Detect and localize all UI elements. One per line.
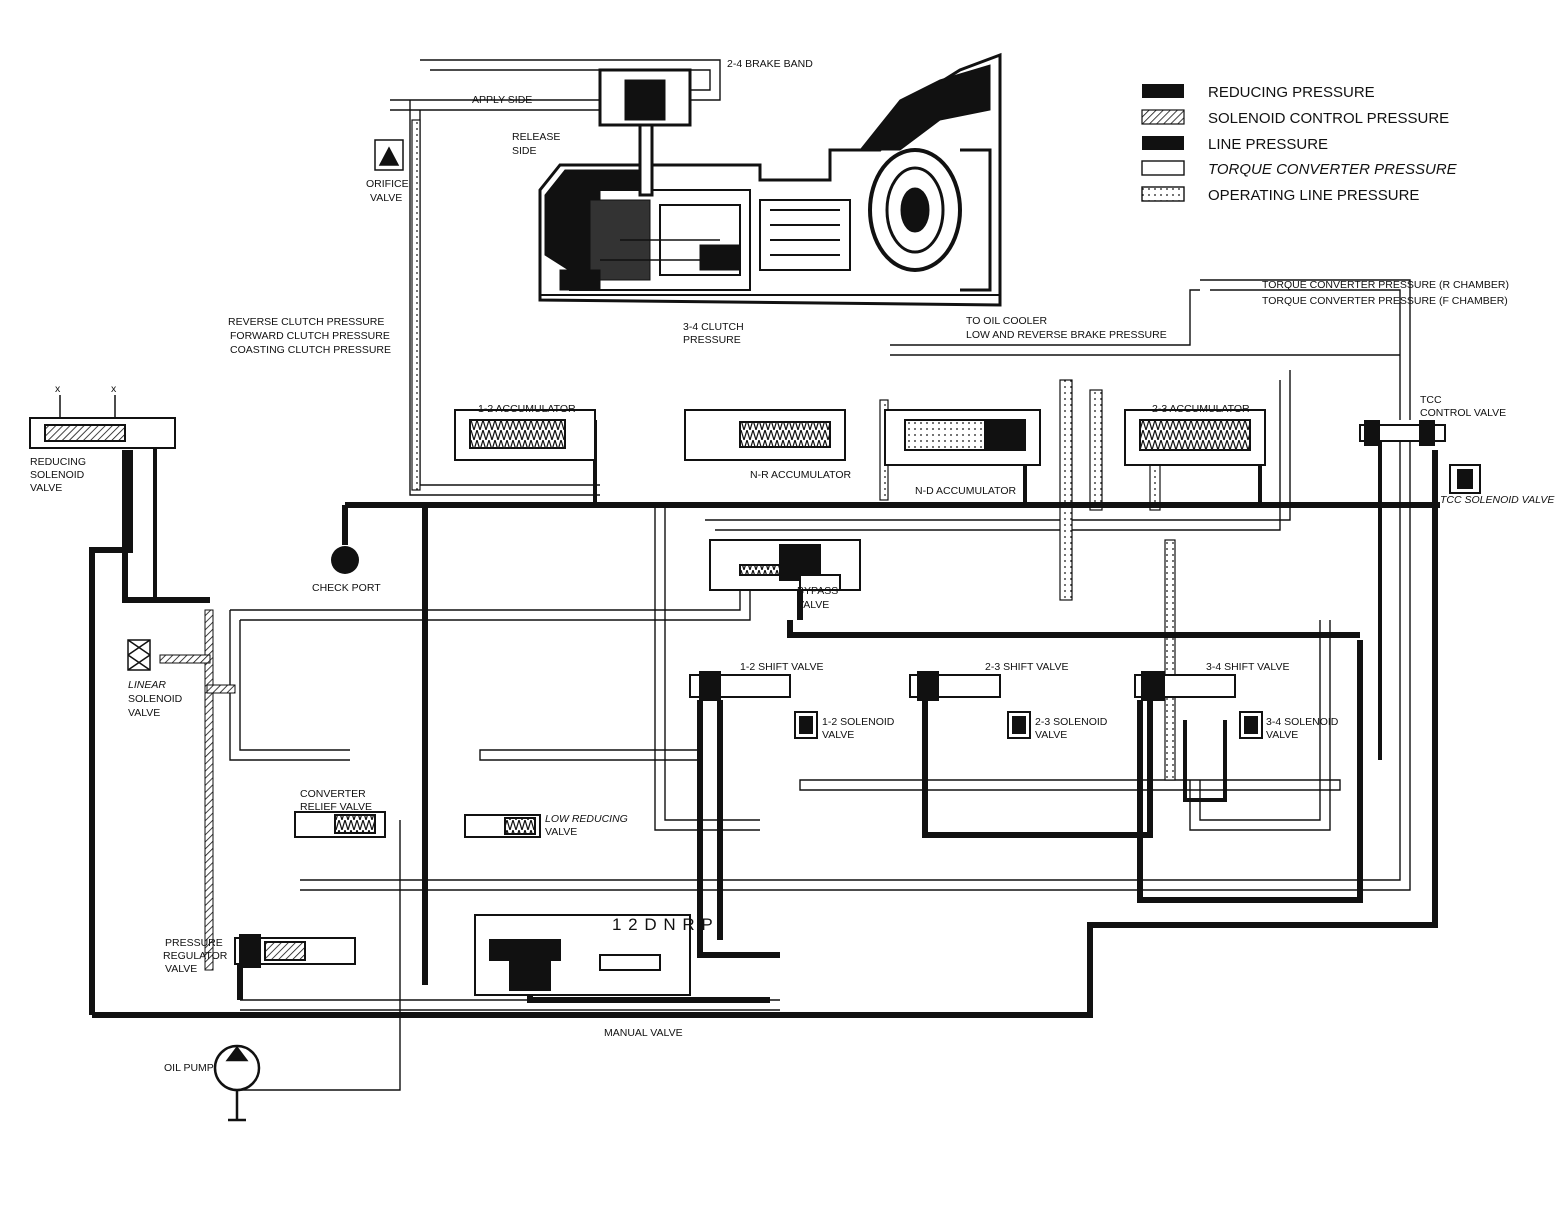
label-reducing-solenoid-1: REDUCING [30,456,86,468]
low-reducing-valve [464,814,541,838]
label-low-reducing-2: VALVE [545,826,577,838]
accumulator-n-d [884,409,1041,466]
label-1-2-shift-valve: 1-2 SHIFT VALVE [740,661,823,673]
component-labels: 2-4 BRAKE BAND APPLY SIDE RELEASE SIDE O… [30,58,1555,1074]
label-n-r-accumulator: N-R ACCUMULATOR [750,469,852,481]
label-release-side-2: SIDE [512,145,537,157]
shift-valve-1-2 [689,671,791,701]
label-1-2-solenoid-2: VALVE [822,729,854,741]
label-1-2-accumulator: 1-2 ACCUMULATOR [478,403,576,415]
label-orifice-valve-1: ORIFICE [366,178,409,190]
label-low-reverse-brake: LOW AND REVERSE BRAKE PRESSURE [966,329,1167,341]
accumulator-n-r [684,409,846,461]
bypass-valve [709,539,861,591]
label-release-side-1: RELEASE [512,131,560,143]
orifice-valve [374,139,404,171]
label-manual-valve: MANUAL VALVE [604,1027,683,1039]
pressure-regulator-valve [234,934,356,968]
label-linear-solenoid-3: VALVE [128,707,160,719]
label-apply-side: APPLY SIDE [472,94,532,106]
label-3-4-clutch-1: 3-4 CLUTCH [683,321,744,333]
oil-pump [213,1044,261,1122]
label-linear-solenoid-2: SOLENOID [128,693,183,705]
accumulator-2-3 [1124,409,1266,466]
accumulator-1-2 [454,409,596,461]
label-coasting-clutch: COASTING CLUTCH PRESSURE [230,344,391,356]
label-forward-clutch: FORWARD CLUTCH PRESSURE [230,330,390,342]
legend-swatch-operating [1141,186,1185,202]
tcc-control-valve [1359,420,1446,446]
label-converter-relief-1: CONVERTER [300,788,366,800]
legend-label-line: LINE PRESSURE [1208,136,1328,153]
label-low-reducing-1: LOW REDUCING [545,813,628,825]
label-tc-f-chamber: TORQUE CONVERTER PRESSURE (F CHAMBER) [1262,295,1508,307]
label-brake-band: 2-4 BRAKE BAND [727,58,813,70]
label-reverse-clutch: REVERSE CLUTCH PRESSURE [228,316,384,328]
line-pressure-lines [89,450,1440,1018]
label-bypass-valve-2: VALVE [797,599,829,611]
label-pressure-regulator-3: VALVE [165,963,197,975]
label-n-d-accumulator: N-D ACCUMULATOR [915,485,1017,497]
manual-valve [474,914,691,996]
check-port [331,505,359,574]
label-orifice-valve-2: VALVE [370,192,402,204]
label-tcc-control-valve-2: CONTROL VALVE [1420,407,1506,419]
label-3-4-clutch-2: PRESSURE [683,334,741,346]
label-gear-positions: 1 2 D N R P [612,915,714,934]
label-2-3-solenoid-1: 2-3 SOLENOID [1035,716,1108,728]
label-reducing-solenoid-3: VALVE [30,482,62,494]
label-reducing-solenoid-2: SOLENOID [30,469,85,481]
label-bypass-valve-1: BYPASS [797,585,838,597]
label-linear-solenoid-1: LINEAR [128,679,166,691]
solenoid-1-2 [794,711,818,739]
torque-converter-lines [229,59,1411,1091]
solenoid-control-lines [159,609,236,971]
label-check-port: CHECK PORT [312,582,381,594]
transmission-cross-section [538,52,1002,307]
label-tc-r-chamber: TORQUE CONVERTER PRESSURE (R CHAMBER) [1262,279,1509,291]
label-tcc-solenoid-valve: TCC SOLENOID VALVE [1440,494,1555,506]
tcc-solenoid-valve [1449,464,1481,494]
solenoid-2-3 [1007,711,1031,739]
shift-valve-3-4 [1134,671,1236,701]
label-tcc-control-valve-1: TCC [1420,394,1442,406]
brake-band-servo [598,68,692,197]
linear-solenoid-valve [127,639,151,671]
legend-label-converter: TORQUE CONVERTER PRESSURE [1208,161,1458,178]
label-oil-pump: OIL PUMP [164,1062,214,1074]
legend-label-solenoid: SOLENOID CONTROL PRESSURE [1208,110,1449,127]
label-to-oil-cooler: TO OIL COOLER [966,315,1048,327]
reducing-x-mark-2: x [111,383,117,395]
label-3-4-solenoid-2: VALVE [1266,729,1298,741]
label-2-3-accumulator: 2-3 ACCUMULATOR [1152,403,1250,415]
legend-label-reducing: REDUCING PRESSURE [1208,84,1375,101]
legend-label-operating: OPERATING LINE PRESSURE [1208,187,1419,204]
label-2-3-solenoid-2: VALVE [1035,729,1067,741]
legend-swatch-converter [1141,160,1185,176]
label-pressure-regulator-1: PRESSURE [165,937,223,949]
legend-swatch-reducing [1142,84,1184,98]
legend-swatch-line [1142,136,1184,150]
solenoid-3-4 [1239,711,1263,739]
reducing-solenoid-valve [29,395,176,449]
reducing-x-mark-1: x [55,383,61,395]
label-2-3-shift-valve: 2-3 SHIFT VALVE [985,661,1068,673]
label-pressure-regulator-2: REGULATOR [163,950,228,962]
shift-valve-2-3 [909,671,1001,701]
legend: REDUCING PRESSURE SOLENOID CONTROL PRESS… [1141,84,1458,204]
converter-relief-valve [294,811,386,838]
label-3-4-shift-valve: 3-4 SHIFT VALVE [1206,661,1289,673]
label-converter-relief-2: RELIEF VALVE [300,801,372,813]
legend-swatch-solenoid [1141,109,1185,125]
label-3-4-solenoid-1: 3-4 SOLENOID [1266,716,1339,728]
label-1-2-solenoid-1: 1-2 SOLENOID [822,716,895,728]
